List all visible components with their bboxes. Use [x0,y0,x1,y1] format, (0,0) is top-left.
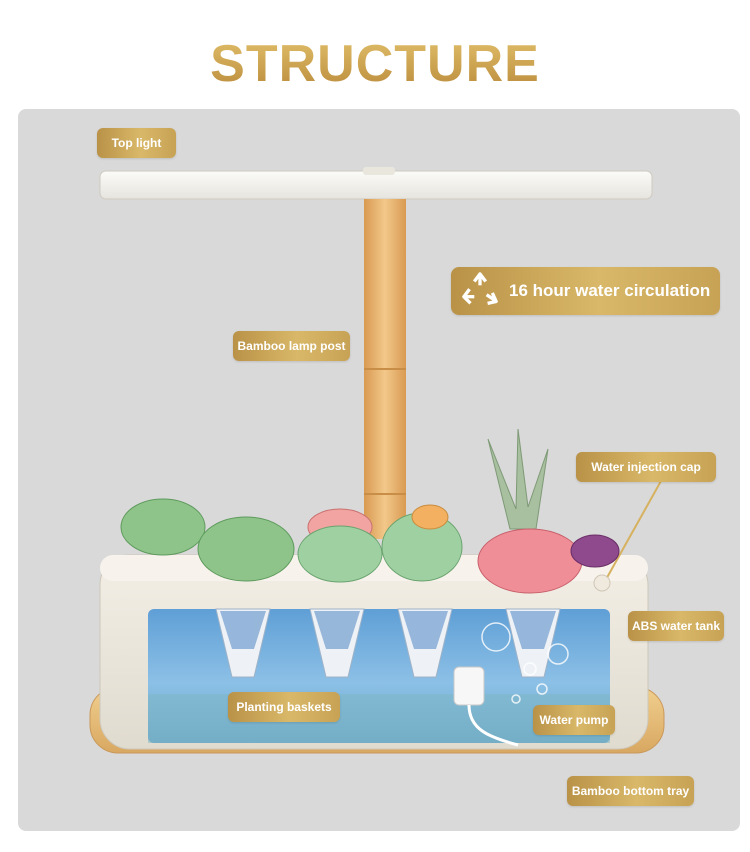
label-abs-water-tank: ABS water tank [628,611,724,641]
label-water-circulation: 16 hour water circulation [451,267,720,315]
label-water-pump: Water pump [533,705,615,735]
label-bamboo-lamp-post: Bamboo lamp post [233,331,350,361]
page-title: STRUCTURE [0,34,750,94]
water-pump [453,666,485,706]
recycle-icon [462,272,498,305]
succulent-plants [120,428,620,594]
label-planting-baskets: Planting baskets [228,692,340,722]
label-top-light: Top light [97,128,176,158]
product-panel: Top light 16 hour water circulation Bamb… [18,109,740,831]
top-light [99,170,653,200]
label-bamboo-bottom-tray: Bamboo bottom tray [567,776,694,806]
label-water-injection-cap: Water injection cap [576,452,716,482]
water-circulation-text: 16 hour water circulation [509,281,711,300]
